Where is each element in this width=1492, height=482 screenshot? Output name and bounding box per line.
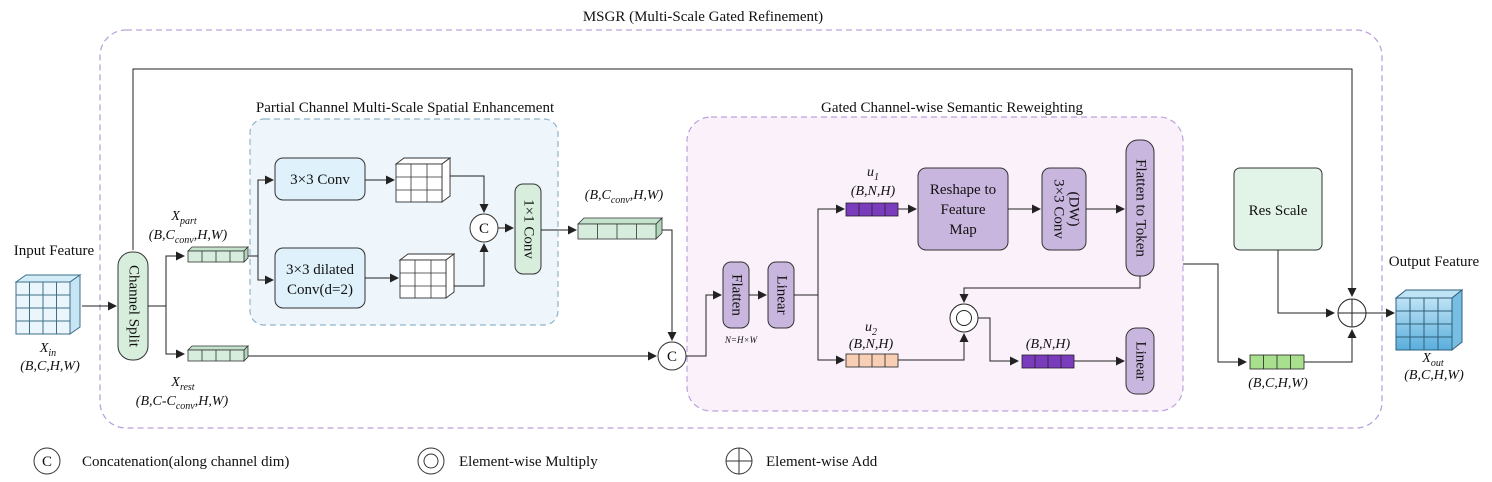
x-rest-shape: (B,C-Cconv,H,W) <box>136 394 229 412</box>
output-shape: (B,C,H,W) <box>1404 368 1464 383</box>
linear-out-label: Linear <box>1133 341 1149 380</box>
u1-token <box>845 202 899 217</box>
dilated-conv-box <box>274 247 366 309</box>
legend-multiply-icon <box>417 447 445 475</box>
arrow-gcsr-to-res-token <box>1183 263 1247 367</box>
part-to-dilated <box>257 256 274 285</box>
channel-split-label: Channel Split <box>126 265 142 348</box>
pcmse-out-token <box>577 217 663 240</box>
reshape-label-2: Feature <box>941 202 986 218</box>
u2-token <box>845 353 899 368</box>
conv3-box <box>274 157 366 201</box>
legend-add-label: Element-wise Add <box>766 454 878 470</box>
add-symbol <box>1337 298 1367 328</box>
dwconv-label-2: (DW) <box>1066 192 1082 227</box>
x-rest-symbol: Xrest <box>170 375 194 393</box>
arrow-cube2-to-concat <box>454 243 489 287</box>
dwconv-label-1: 3×3 Conv <box>1051 179 1067 239</box>
flatten-token-label: Flatten to Token <box>1133 159 1149 257</box>
legend-concat-label: Concatenation(along channel dim) <box>82 454 289 470</box>
legend-concat-symbol: C <box>42 454 52 470</box>
reshape-label-1: Reshape to <box>930 182 996 198</box>
msgr-region <box>99 29 1383 429</box>
residual-line <box>132 68 1357 297</box>
multiply-symbol <box>949 303 979 333</box>
conv1-box <box>514 183 542 275</box>
split-to-part <box>165 251 185 306</box>
linear-label: Linear <box>774 275 790 314</box>
x-part-token <box>187 246 249 263</box>
output-tensor-icon <box>1394 288 1464 352</box>
u1-shape: (B,N,H) <box>851 184 896 199</box>
linear-out-box <box>1125 327 1155 395</box>
main-concat-label: C <box>667 349 677 365</box>
arrow-token-to-multiply <box>959 276 1141 303</box>
diagram-title: MSGR (Multi-Scale Gated Refinement) <box>583 9 823 25</box>
x-part-symbol: Xpart <box>170 209 196 227</box>
res-shape: (B,C,H,W) <box>1248 376 1308 391</box>
legend: C Concatenation(along channel dim) Eleme… <box>33 447 878 475</box>
input-symbol: Xin <box>39 341 56 359</box>
legend-multiply-label: Element-wise Multiply <box>459 454 598 470</box>
legend-concat-icon <box>33 447 61 475</box>
pcmse-concat-label: C <box>479 221 489 237</box>
arrow-concat-to-flatten <box>686 290 722 357</box>
gcsr-region <box>686 116 1184 412</box>
res-scale-label: Res Scale <box>1249 203 1308 219</box>
reshape-label-3: Map <box>949 222 977 238</box>
dilated-label-2: Conv(d=2) <box>287 282 353 298</box>
input-tensor-icon <box>14 274 82 335</box>
n-note: N=H×W <box>724 335 759 345</box>
linear-to-u2 <box>817 295 845 365</box>
res-token <box>1249 354 1305 370</box>
arrow-u2-to-multiply <box>898 333 969 361</box>
linear-to-u1 <box>817 204 845 295</box>
input-feature-label: Input Feature <box>14 243 95 259</box>
output-feature-label: Output Feature <box>1389 254 1480 270</box>
arrow-cube1-to-concat <box>450 175 489 213</box>
product-token <box>1021 354 1075 369</box>
x-part-shape: (B,Cconv,H,W) <box>149 228 228 246</box>
arrow-res-scale-to-add <box>1277 250 1335 318</box>
pcmse-title: Partial Channel Multi-Scale Spatial Enha… <box>256 100 555 116</box>
flatten-label: Flatten <box>729 274 745 316</box>
arrow-multiply-to-product <box>978 317 1019 366</box>
pcmse-out-shape: (B,Cconv,H,W) <box>585 188 664 206</box>
gcsr-title: Gated Channel-wise Semantic Reweighting <box>821 100 1084 116</box>
conv3-label: 3×3 Conv <box>290 172 350 188</box>
input-shape: (B,C,H,W) <box>20 359 80 374</box>
conv3-output-cube <box>394 157 452 203</box>
part-to-conv3 <box>257 175 274 256</box>
product-shape: (B,N,H) <box>1026 337 1071 352</box>
output-symbol: Xout <box>1421 351 1444 369</box>
arrow-res-token-to-add <box>1304 329 1357 363</box>
dilated-label-1: 3×3 dilated <box>286 262 355 278</box>
legend-add-icon <box>725 447 753 475</box>
dilated-output-cube <box>398 253 456 299</box>
x-rest-token <box>187 345 249 362</box>
split-to-rest <box>165 306 185 359</box>
u1-symbol: u1 <box>867 165 879 183</box>
arrow-token-to-concat <box>662 229 677 341</box>
u2-symbol: u2 <box>865 320 877 338</box>
u2-shape: (B,N,H) <box>849 337 894 352</box>
conv1-label: 1×1 Conv <box>521 199 537 259</box>
